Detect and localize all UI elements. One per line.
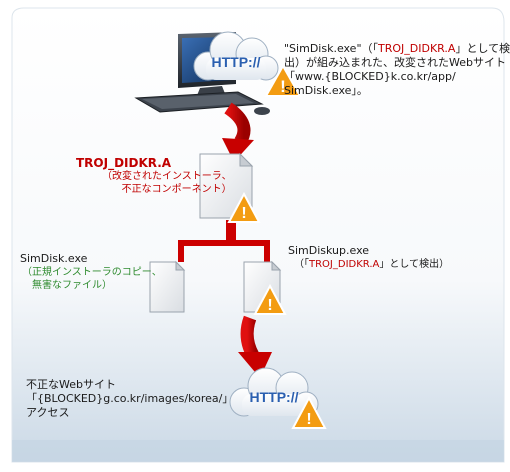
background-shadow-band [12,440,504,462]
bottom-note-line2: 「{BLOCKED}g.co.kr/images/korea/」 [26,392,234,405]
top-note-part2: 」として検 [455,42,510,55]
simdiskup-name: SimDiskup.exe [288,244,370,257]
simdiskup-detect-suffix: 」として検出） [379,259,450,270]
simdisk-desc: （正規インストーラのコピー、 無害なファイル） [22,266,162,292]
background-panel [11,7,505,463]
installer-desc-line2: 不正なコンポーネント） [121,184,232,195]
installer-desc: （改変されたインストーラ、 不正なコンポーネント） [102,170,232,196]
warning-icon: ! [227,191,261,223]
installer-name: TROJ_DIDKR.A [76,156,172,170]
top-note-detection: TROJ_DIDKR.A [378,42,456,55]
simdisk-desc-line2: 無害なファイル） [32,280,112,291]
branch-connector [178,220,270,262]
http-cloud-top [193,31,279,81]
top-note-part1: "SimDisk.exe"（「 [284,42,379,55]
simdisk-desc-line1: （正規インストーラのコピー、 [22,267,162,278]
installer-desc-line1: （改変されたインストーラ、 [102,171,232,182]
arrow-computer-to-installer [222,102,254,162]
arrow-simdiskup-to-cloud [238,315,272,378]
svg-text:!: ! [280,77,286,96]
simdiskup-detect: （「TROJ_DIDKR.A」として検出） [294,258,449,271]
warning-icon: ! [291,395,327,429]
top-note-line4: SimDisk.exe」。 [284,84,368,97]
simdiskup-detection: TROJ_DIDKR.A [309,259,380,270]
svg-text:!: ! [241,205,246,222]
bottom-note: 不正なWebサイト 「{BLOCKED}g.co.kr/images/korea… [26,378,233,420]
simdisk-name: SimDisk.exe [20,252,88,265]
cloud-bottom-label: HTTP:// [250,389,299,405]
warning-icon: ! [264,63,302,97]
top-note: "SimDisk.exe"（「TROJ_DIDKR.A」として検 出）が組み込ま… [284,42,510,98]
simdiskup-detect-prefix: （「 [294,259,309,270]
bottom-note-line3: アクセス [26,406,70,419]
top-note-line2: 出）が組み込まれた、改変されたWebサイト [284,56,506,69]
top-note-line3: 「www.{BLOCKED}k.co.kr/app/ [284,70,456,83]
simdisk-document-icon [149,260,186,313]
bottom-note-line1: 不正なWebサイト [26,378,116,391]
svg-text:!: ! [306,411,311,428]
warning-icon: ! [253,283,287,315]
svg-text:!: ! [267,297,272,314]
http-cloud-bottom [229,367,319,417]
cloud-top-label: HTTP:// [212,54,261,70]
